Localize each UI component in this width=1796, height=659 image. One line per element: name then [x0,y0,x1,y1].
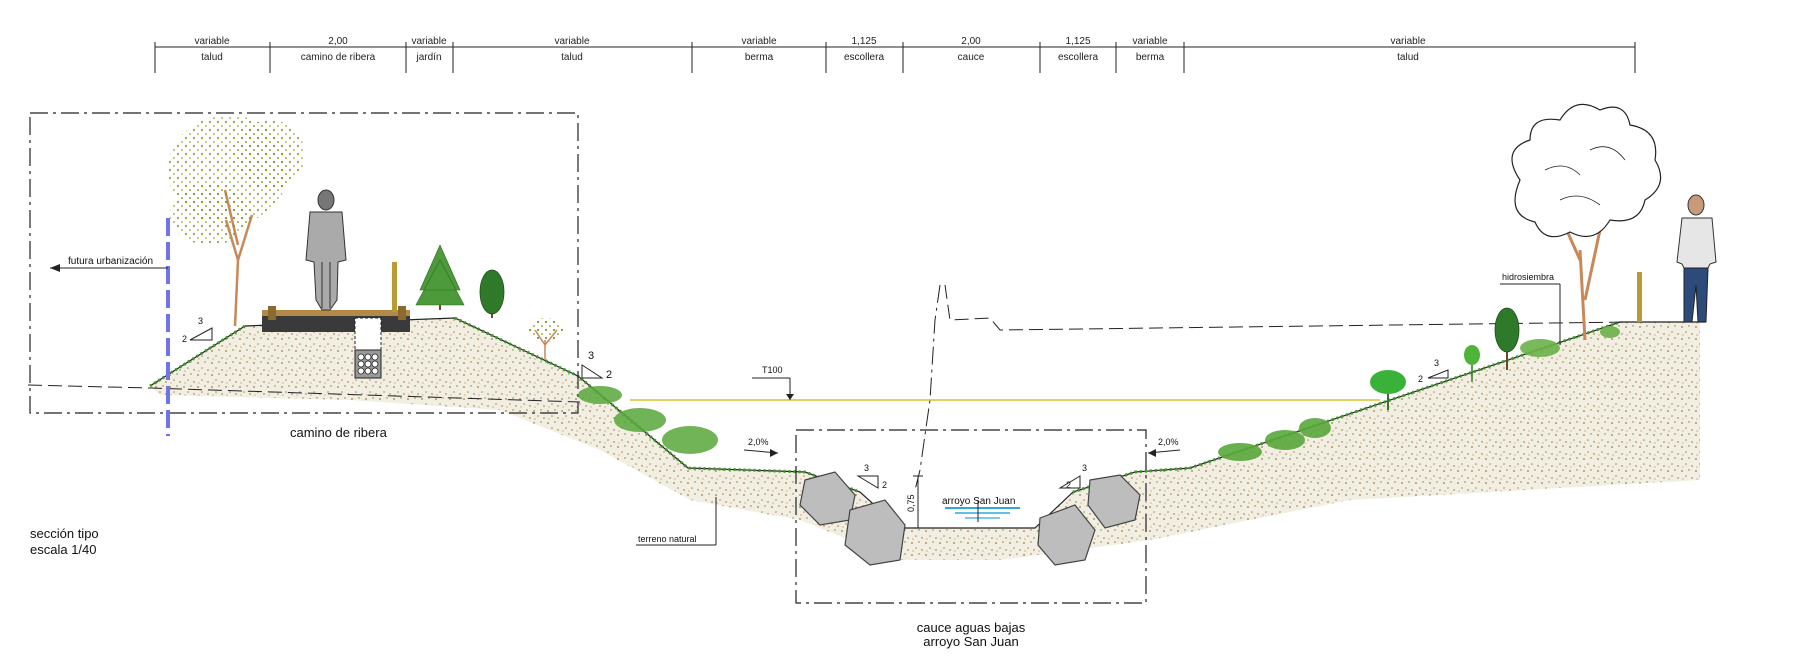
water-surface [945,500,1020,522]
slope-run: 3 [1082,463,1087,473]
t100-callout: T100 [752,365,794,400]
vegetation-right-slope [1218,418,1331,461]
small-plant-right [1464,345,1480,382]
slope-marker-5: 3 2 [1418,358,1449,384]
slope-run: 3 [864,463,869,473]
depth-value: 0,75 [906,494,916,512]
dimension-value: variable [1132,36,1167,47]
shrubs-right-top [1520,326,1620,357]
natural-terrain-line [27,284,1631,403]
drain-trench [354,317,382,351]
dimension-value: variable [1390,36,1425,47]
path-surface [262,310,410,316]
slope-marker-4: 3 2 [1058,463,1087,490]
slope-rise: 2 [1066,480,1071,490]
tree-right [1511,103,1662,341]
terreno-natural-callout: terreno natural [636,497,717,546]
slope-rise: 2 [1418,374,1423,384]
drain-pipes [357,353,379,375]
dimension-6: 2,00 cauce [958,36,985,63]
slope-run: 3 [1434,358,1439,368]
slope-rise: 2 [182,334,187,344]
futura-urbanizacion-arrow [50,264,168,272]
camino-de-ribera-label: camino de ribera [290,425,388,440]
dimension-value: variable [411,36,446,47]
bollard [392,262,397,312]
dimension-8: variable berma [1132,36,1167,63]
shrub-slope-left [527,318,563,360]
cypress-right [1494,307,1520,370]
dimension-label: camino de ribera [301,52,376,63]
dimension-value: 2,00 [961,36,981,47]
channel-title-line2: arroyo San Juan [923,634,1018,649]
vegetation-patches-left [578,386,718,454]
dimension-value: variable [554,36,589,47]
detail-frame-channel [795,429,1147,604]
ground-section [150,318,1700,560]
dimension-label: escollera [1058,52,1098,63]
dimension-3: variable talud [554,36,589,63]
terreno-natural-label: terreno natural [638,534,697,544]
dimension-label: berma [1136,52,1165,63]
dimension-label: berma [745,52,774,63]
dimension-value: 2,00 [328,36,348,47]
slope-rise: 2 [606,369,612,381]
fern-plant [1370,370,1406,410]
dimension-9: variable talud [1390,36,1425,63]
section-title-line2: escala 1/40 [30,542,97,557]
slope-run: 3 [588,350,594,362]
t100-label: T100 [762,365,783,375]
dimension-1: 2,00 camino de ribera [301,36,376,63]
path-kerb-right [398,306,406,320]
dimension-0: variable talud [194,36,229,63]
dimension-label: talud [561,52,583,63]
person-figure-left [305,189,347,311]
dimension-value: 1,125 [1065,36,1090,47]
conifer-left [415,244,465,310]
arroyo-label: arroyo San Juan [942,496,1015,507]
tree-left [168,115,305,327]
hidrosiembra-label: hidrosiembra [1502,272,1554,282]
futura-urbanizacion-label: futura urbanización [68,256,153,267]
dimension-value: variable [194,36,229,47]
path-kerb-left [268,306,276,320]
detail-frame-left [29,112,579,414]
svg-text:2,0%: 2,0% [1158,437,1179,447]
dimension-label: cauce [958,52,985,63]
channel-title-line1: cauce aguas bajas [917,620,1026,635]
slope-rise: 2 [882,480,887,490]
dimension-value: 1,125 [851,36,876,47]
dimension-value: variable [741,36,776,47]
svg-text:2,0%: 2,0% [748,437,769,447]
dimension-label: talud [201,52,223,63]
person-figure-right [1676,194,1717,323]
slope-percent-right: 2,0% [1147,437,1181,457]
depth-dimension: 0,75 [906,475,923,529]
slope-marker-2: 3 2 [581,350,612,381]
dimension-4: variable berma [741,36,776,63]
bollard-right [1637,272,1642,322]
rip-rap-rocks [799,471,1141,566]
cypress-left [479,269,505,318]
slope-percent-left: 2,0% [743,437,779,457]
slope-run: 3 [198,316,203,326]
dimension-label: escollera [844,52,884,63]
dimension-7: 1,125 escollera [1058,36,1098,63]
dimension-label: jardín [415,52,441,63]
path-pavement [262,315,410,332]
dimension-5: 1,125 escollera [844,36,884,63]
slope-marker-1: 3 2 [182,316,213,344]
dimension-label: talud [1397,52,1419,63]
dimension-2: variable jardín [411,36,446,63]
section-title-line1: sección tipo [30,526,99,541]
dimension-row: variable talud 2,00 camino de ribera var… [154,36,1636,73]
hidrosiembra-callout: hidrosiembra [1500,272,1561,345]
old-channel-line [914,284,941,491]
slope-marker-3: 3 2 [856,463,887,490]
